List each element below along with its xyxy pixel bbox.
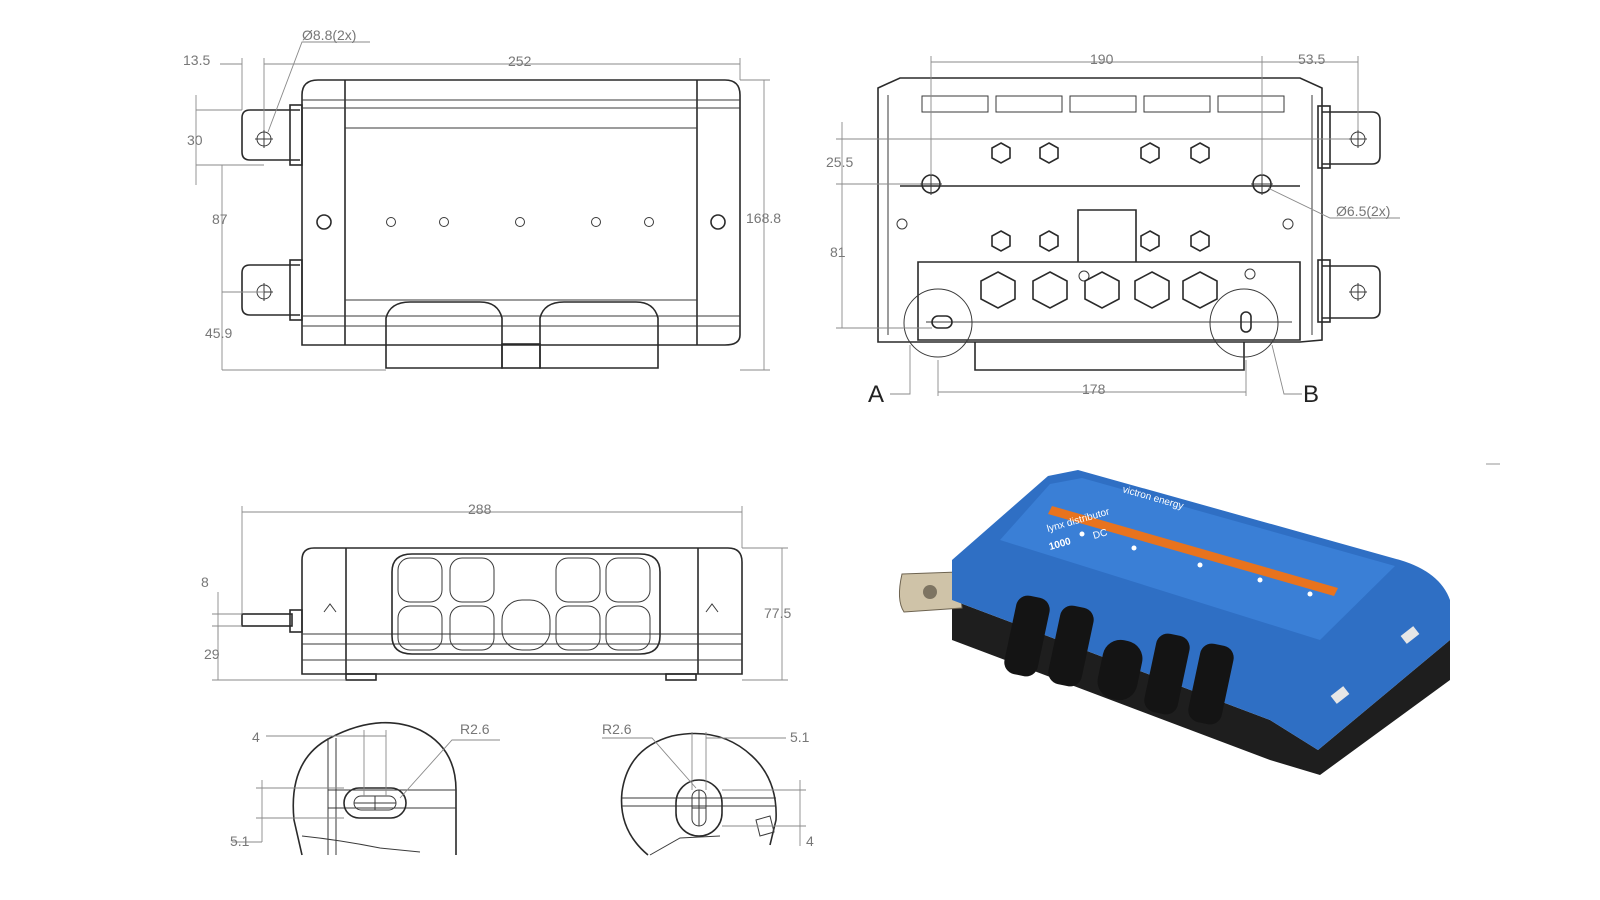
cable-gland-row [397,557,651,651]
top-end-hole [710,214,726,230]
vent-slot [1069,95,1137,113]
callout-a: A [868,381,884,408]
detail-b-outline [620,732,777,856]
dim-detail-b-height: 4 [806,833,814,849]
product-render: victron energy lynx distributor 1000 DC [898,470,1450,775]
bottom-stud-collar [1317,105,1331,169]
side-stud-collar [289,609,303,633]
vent-slot [921,95,989,113]
dim-detail-b-width: 5.1 [790,729,810,745]
dim-foot-spacing: 178 [1082,381,1106,397]
dim-hole-spacing: 190 [1090,51,1114,67]
side-cable-gland-frame [391,553,661,655]
crosshair-hole-icon [255,130,273,148]
dim-tab-spacing: 87 [212,211,228,227]
top-stud-collar [289,259,303,321]
dim-side-height: 77.5 [764,605,791,621]
detail-b: R2.6 5.1 4 [602,721,814,856]
dim-overall-length: 288 [468,501,492,517]
top-led-hole [644,217,654,227]
product-model-suffix: DC [1092,527,1109,542]
dim-right-offset: 53.5 [1298,51,1325,67]
detail-circle-b [1209,288,1279,358]
dim-mount-hole-diameter: Ø6.5(2x) [1336,203,1390,219]
callout-b: B [1303,381,1319,408]
lower-frame [917,261,1301,341]
bottom-stud-collar [1317,259,1331,323]
dim-stud-height: 29 [204,646,220,662]
detail-a: 4 R2.6 5.1 [230,721,500,856]
dim-vert-spacing: 81 [830,244,846,260]
slot-foot-a [931,315,953,329]
detail-circle-a [903,288,973,358]
dim-hole-diameter: Ø8.8(2x) [302,27,356,43]
top-mount-tab-lower [241,264,300,316]
dim-detail-a-width: 4 [252,729,260,745]
detail-a-outline [292,721,457,856]
dim-tab-offset: 13.5 [183,52,210,68]
side-stud [241,613,293,627]
dim-overall-width: 252 [508,53,532,69]
bottom-mount-tab-lower [1322,265,1381,319]
crosshair-hole-icon [1251,173,1273,195]
top-led-hole [439,217,449,227]
hex-bolt-row-upper [991,142,1210,164]
dim-tab-height: 30 [187,132,203,148]
top-led-hole [386,217,396,227]
bottom-mount-tab-upper [1322,111,1381,165]
side-body-outline [301,547,743,675]
detail-b-slot [675,779,723,837]
crosshair-hole-icon [920,173,942,195]
dim-overall-height: 168.8 [746,210,781,226]
hex-bolt-row-lower [980,271,1218,309]
side-view: 288 8 29 77.5 [201,501,791,681]
crosshair-hole-icon [1349,130,1367,148]
dim-bottom-offset: 45.9 [205,325,232,341]
vent-slot [995,95,1063,113]
vent-slot [1217,95,1285,113]
top-led-hole [515,217,525,227]
dim-stud-diameter: 8 [201,574,209,590]
bottom-view: A B 190 53.5 25.5 81 Ø6.5(2x) 178 [826,51,1400,408]
vent-slot [1143,95,1211,113]
slot-foot-b [1240,311,1252,333]
top-center-tab [501,343,541,369]
top-cable-cover-left [385,301,503,369]
top-body-outline [301,79,741,346]
product-stripe [1048,506,1338,596]
top-mount-tab-upper [241,109,300,161]
top-led-hole [591,217,601,227]
dim-detail-b-radius: R2.6 [602,721,632,737]
center-notch [1077,209,1137,262]
top-end-hole [316,214,332,230]
product-cable-glands [1004,595,1234,725]
bottom-foot [974,342,1245,371]
top-cable-cover-right [539,301,659,369]
hex-bolt-row-middle [991,230,1210,252]
crosshair-hole-icon [1349,283,1367,301]
dim-detail-a-height: 5.1 [230,833,250,849]
dim-top-offset: 25.5 [826,154,853,170]
top-stud-collar [289,104,303,166]
top-view: 13.5 252 Ø8.8(2x) 168.8 30 87 45.9 [183,27,781,371]
detail-a-slot [343,787,407,819]
dim-detail-a-radius: R2.6 [460,721,490,737]
